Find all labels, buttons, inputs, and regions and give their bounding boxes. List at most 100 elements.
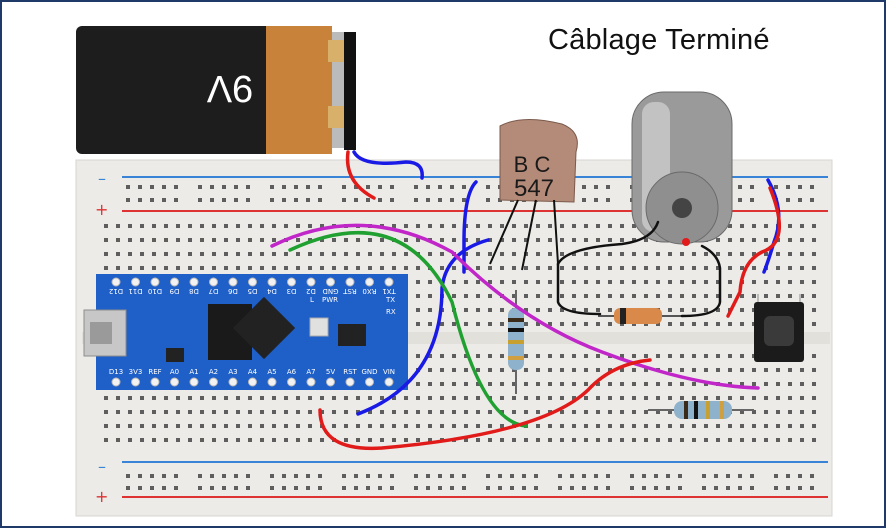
- breadboard-hole: [536, 396, 540, 400]
- breadboard-hole: [776, 410, 780, 414]
- breadboard-hole: [378, 185, 382, 189]
- breadboard-hole: [740, 308, 744, 312]
- arduino-top-pin: [150, 277, 160, 287]
- breadboard-hole: [284, 438, 288, 442]
- breadboard-hole: [548, 424, 552, 428]
- breadboard-hole: [510, 486, 514, 490]
- breadboard-hole: [176, 266, 180, 270]
- breadboard-hole: [140, 252, 144, 256]
- breadboard-hole: [536, 238, 540, 242]
- breadboard-hole: [644, 238, 648, 242]
- breadboard-hole: [644, 368, 648, 372]
- breadboard-hole: [104, 224, 108, 228]
- breadboard-hole: [116, 396, 120, 400]
- breadboard-hole: [414, 185, 418, 189]
- breadboard-hole: [728, 266, 732, 270]
- breadboard-hole: [464, 438, 468, 442]
- breadboard-hole: [174, 198, 178, 202]
- breadboard-hole: [440, 322, 444, 326]
- wire-blue-arduino: [356, 238, 490, 416]
- breadboard-hole: [594, 198, 598, 202]
- breadboard-hole: [536, 266, 540, 270]
- breadboard-hole: [210, 474, 214, 478]
- breadboard-hole: [584, 382, 588, 386]
- breadboard-hole: [728, 424, 732, 428]
- resistor-horizontal: [648, 401, 754, 419]
- breadboard-hole: [452, 368, 456, 372]
- breadboard-hole: [572, 238, 576, 242]
- arduino-pin-label: RST: [343, 368, 357, 376]
- breadboard-hole: [378, 198, 382, 202]
- breadboard-hole: [488, 438, 492, 442]
- breadboard-hole: [596, 354, 600, 358]
- breadboard-hole: [414, 474, 418, 478]
- breadboard-hole: [800, 396, 804, 400]
- breadboard-hole: [188, 252, 192, 256]
- breadboard-hole: [152, 238, 156, 242]
- breadboard-hole: [500, 238, 504, 242]
- arduino-pin-label: A7: [306, 368, 315, 376]
- breadboard-hole: [716, 308, 720, 312]
- breadboard-hole: [800, 280, 804, 284]
- breadboard-hole: [704, 396, 708, 400]
- breadboard-hole: [560, 224, 564, 228]
- breadboard-hole: [692, 322, 696, 326]
- breadboard-hole: [750, 486, 754, 490]
- breadboard-hole: [572, 396, 576, 400]
- breadboard-hole: [416, 438, 420, 442]
- breadboard-hole: [236, 396, 240, 400]
- breadboard-hole: [416, 382, 420, 386]
- arduino-pin-label: A4: [248, 368, 258, 376]
- breadboard-hole: [332, 424, 336, 428]
- breadboard-hole: [464, 252, 468, 256]
- breadboard-hole: [776, 382, 780, 386]
- breadboard-hole: [368, 238, 372, 242]
- breadboard-hole: [116, 266, 120, 270]
- small-ic: [166, 348, 184, 362]
- breadboard-hole: [786, 185, 790, 189]
- arduino-top-pin: [326, 277, 335, 287]
- breadboard-hole: [800, 238, 804, 242]
- breadboard-hole: [522, 486, 526, 490]
- breadboard-hole: [284, 424, 288, 428]
- breadboard-hole: [308, 438, 312, 442]
- breadboard-hole: [200, 252, 204, 256]
- breadboard-hole: [428, 308, 432, 312]
- board-label-rx: RX: [386, 308, 396, 316]
- breadboard-hole: [668, 382, 672, 386]
- arduino-bottom-pin: [150, 377, 160, 387]
- breadboard-hole: [152, 252, 156, 256]
- breadboard-hole: [668, 410, 672, 414]
- reset-button: [309, 317, 329, 337]
- breadboard-hole: [668, 252, 672, 256]
- breadboard-hole: [476, 266, 480, 270]
- breadboard-hole: [584, 322, 588, 326]
- breadboard-hole: [498, 474, 502, 478]
- breadboard-hole: [440, 396, 444, 400]
- breadboard-hole: [548, 238, 552, 242]
- breadboard-hole: [548, 252, 552, 256]
- breadboard-hole: [632, 294, 636, 298]
- breadboard-hole: [342, 474, 346, 478]
- arduino-pin-label: D13: [109, 368, 123, 376]
- breadboard-hole: [560, 308, 564, 312]
- breadboard-hole: [606, 198, 610, 202]
- breadboard-hole: [212, 224, 216, 228]
- breadboard-hole: [488, 410, 492, 414]
- breadboard-hole: [138, 486, 142, 490]
- breadboard-hole: [644, 396, 648, 400]
- breadboard-hole: [572, 266, 576, 270]
- breadboard-hole: [716, 294, 720, 298]
- breadboard-hole: [656, 424, 660, 428]
- breadboard-hole: [776, 424, 780, 428]
- breadboard-hole: [260, 424, 264, 428]
- breadboard-hole: [488, 322, 492, 326]
- breadboard-hole: [776, 266, 780, 270]
- breadboard-hole: [488, 354, 492, 358]
- breadboard-hole: [680, 424, 684, 428]
- breadboard-hole: [320, 396, 324, 400]
- breadboard-hole: [728, 294, 732, 298]
- breadboard-hole: [356, 238, 360, 242]
- breadboard-hole: [294, 486, 298, 490]
- breadboard-hole: [644, 294, 648, 298]
